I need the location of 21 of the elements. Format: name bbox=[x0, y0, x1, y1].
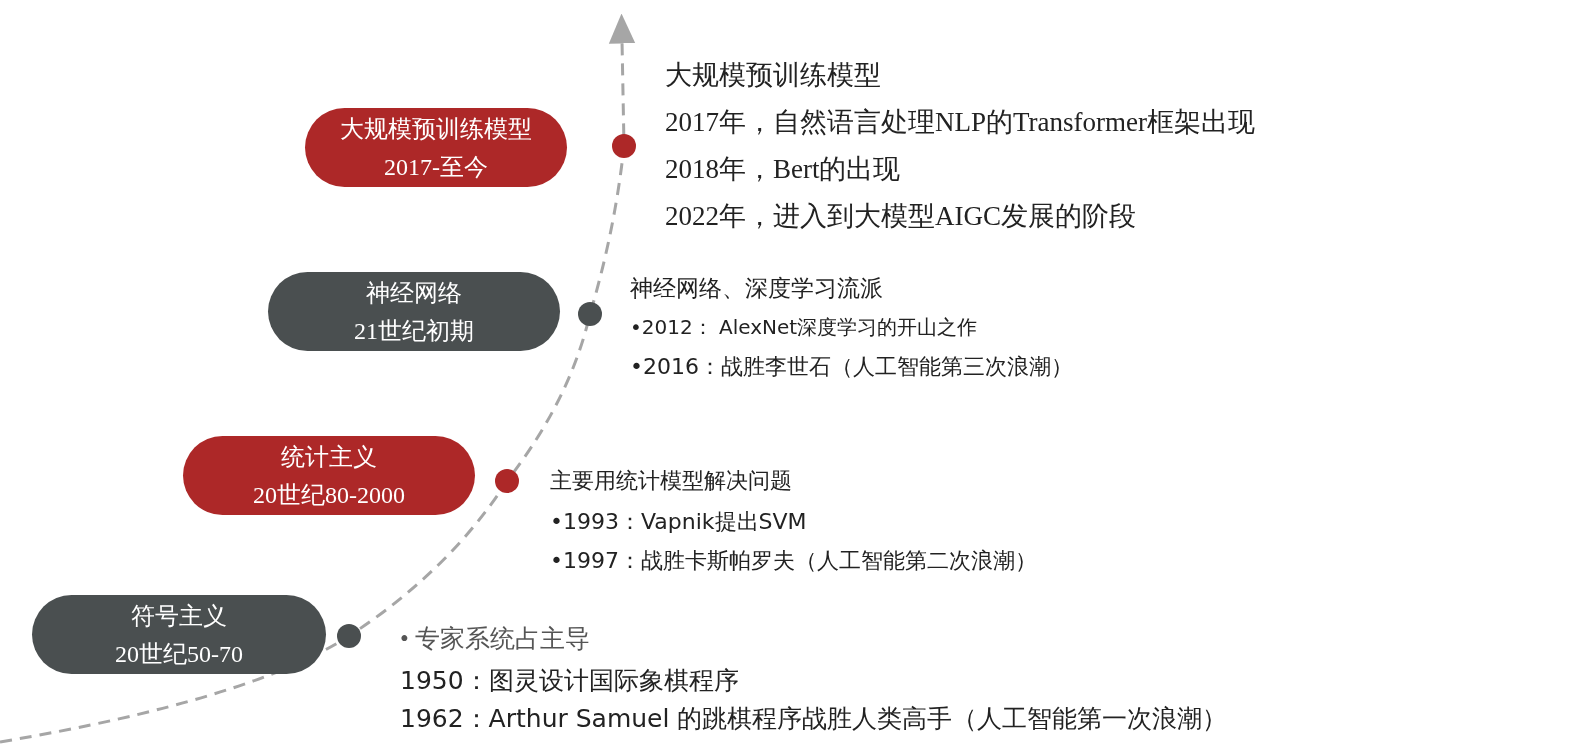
event-text: 1950：图灵设计国际象棋程序 bbox=[400, 665, 739, 697]
event-text: •1997：战胜卡斯帕罗夫（人工智能第二次浪潮） bbox=[550, 547, 1037, 575]
era-name: 大规模预训练模型 bbox=[340, 114, 532, 144]
era-period: 21世纪初期 bbox=[354, 316, 474, 346]
event-text: •1993：Vapnik提出SVM bbox=[550, 508, 807, 536]
era-name: 神经网络 bbox=[366, 278, 462, 308]
event-text: 1962：Arthur Samuel 的跳棋程序战胜人类高手（人工智能第一次浪潮） bbox=[400, 703, 1228, 735]
event-text: 2017年，自然语言处理NLP的Transformer框架出现 bbox=[665, 106, 1255, 139]
era-period: 2017-至今 bbox=[384, 152, 488, 182]
heading-text: 神经网络、深度学习流派 bbox=[630, 274, 883, 303]
event-text: •2016：战胜李世石（人工智能第三次浪潮） bbox=[630, 353, 1073, 381]
era-period: 20世纪50-70 bbox=[115, 639, 243, 669]
heading-text: 主要用统计模型解决问题 bbox=[550, 467, 792, 495]
event-text: •2012： AlexNet深度学习的开山之作 bbox=[630, 314, 978, 341]
era-period: 20世纪80-2000 bbox=[253, 480, 405, 510]
era-name: 符号主义 bbox=[131, 601, 227, 631]
event-text: 2018年，Bert的出现 bbox=[665, 153, 901, 186]
event-text: 2022年，进入到大模型AIGC发展的阶段 bbox=[665, 200, 1136, 233]
era-name: 统计主义 bbox=[281, 442, 377, 472]
heading-text: 大规模预训练模型 bbox=[665, 59, 881, 92]
heading-text: • 专家系统占主导 bbox=[400, 624, 590, 654]
